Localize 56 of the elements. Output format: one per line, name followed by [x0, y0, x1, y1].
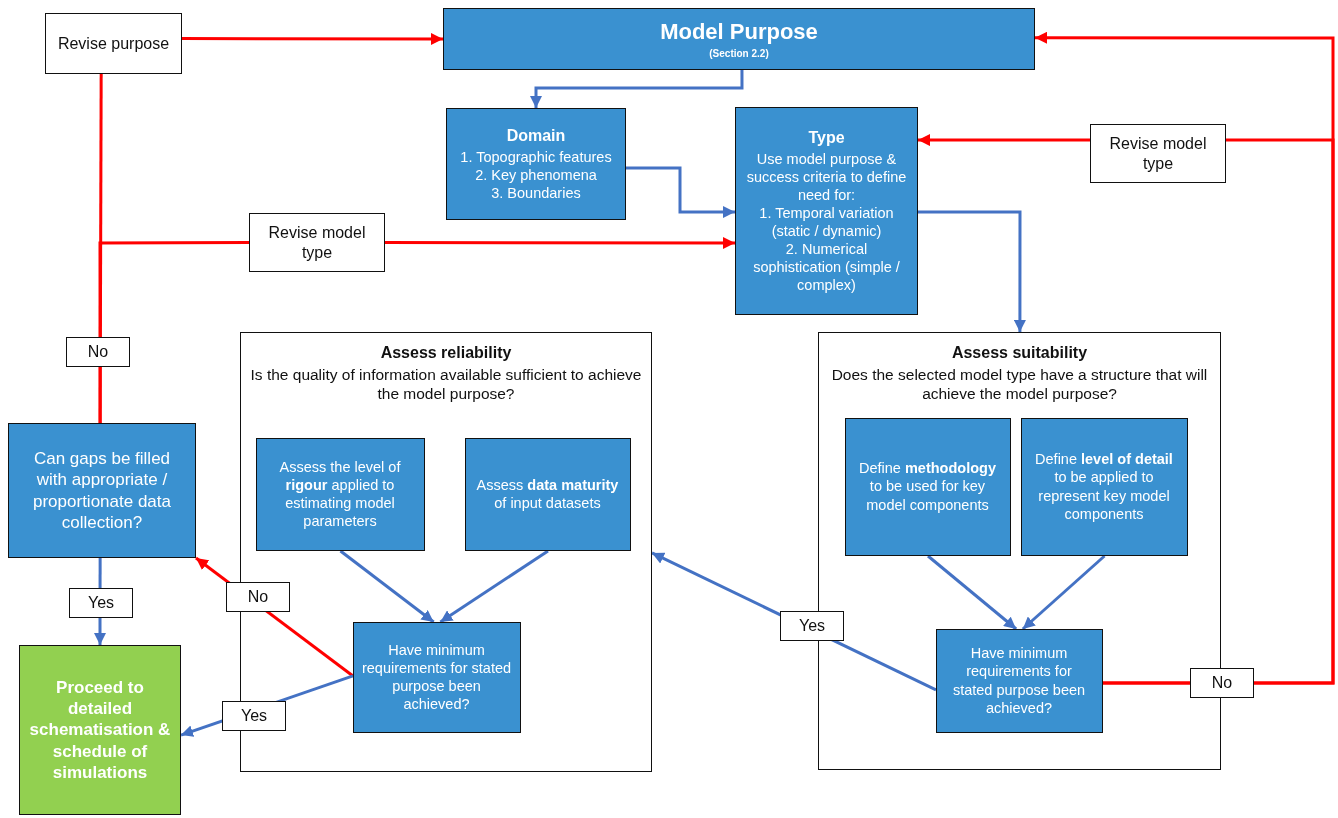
connector-arrow — [385, 237, 735, 249]
box-text: Use model purpose & success criteria to define need for: — [745, 149, 908, 204]
box-heading: Domain — [506, 125, 566, 146]
revise-box — [1090, 124, 1226, 183]
box-text: 1. Temporal variation (static / dynamic) — [758, 203, 895, 241]
process-box — [735, 107, 918, 315]
revise-box — [45, 13, 182, 74]
box-text: Revise model type — [1108, 133, 1208, 174]
box-heading: Type — [808, 127, 845, 148]
revise-box — [249, 213, 385, 272]
edge-label: No — [1190, 668, 1254, 698]
group-panel — [240, 332, 652, 772]
box-text: Proceed to detailed schematisation & schedule of simulations — [28, 676, 172, 784]
box-text: Revise model type — [267, 222, 367, 263]
box-text: 2. Key phenomena — [475, 165, 597, 185]
edge-label: Yes — [780, 611, 844, 641]
process-box — [255, 437, 425, 551]
box-heading: Assess suitability — [951, 343, 1088, 363]
connector-arrow — [182, 33, 443, 45]
connector-arrow — [339, 549, 435, 624]
box-text: Is the quality of information available sufficient to achieve the model purpose? — [249, 365, 643, 404]
box-heading: Assess reliability — [380, 343, 512, 363]
process-box — [443, 8, 1035, 70]
box-text: Define methodology to be used for key model components — [858, 459, 997, 514]
box-text: Assess data maturity of input datasets — [475, 475, 620, 513]
connector-arrow — [1021, 554, 1106, 631]
process-box — [464, 437, 631, 551]
terminal-box — [19, 645, 181, 815]
box-heading: Model Purpose — [660, 18, 818, 46]
box-text: Does the selected model type have a structure that will achieve the model purpose? — [830, 365, 1209, 404]
edge-label: No — [66, 337, 130, 367]
box-text: Revise purpose — [57, 33, 170, 54]
box-text: 3. Boundaries — [491, 184, 581, 203]
connector-arrow — [918, 210, 1026, 332]
connector-arrow — [927, 554, 1018, 631]
process-box — [446, 108, 626, 220]
connector-arrow — [530, 70, 744, 108]
process-box — [935, 628, 1103, 733]
decision-box — [8, 423, 196, 558]
edge-label: No — [226, 582, 290, 612]
edge-label: Yes — [69, 588, 133, 618]
box-text: Have minimum requirements for stated purpose been achieved? — [951, 644, 1087, 717]
connector-arrow — [918, 134, 1090, 147]
box-text: Assess the level of rigour applied to estimating model parameters — [278, 457, 402, 531]
process-box — [844, 417, 1011, 556]
box-text: 1. Topographic features — [460, 147, 612, 166]
box-text: 2. Numerical sophistication (simple / complex) — [752, 240, 901, 295]
connector-arrow — [439, 549, 549, 624]
edge-label: Yes — [222, 701, 286, 731]
box-text: Can gaps be filled with appropriate / proportionate data collection? — [32, 448, 172, 533]
box-text: Define level of detail to be applied to represent key model components — [1034, 450, 1174, 523]
box-text: Have minimum requirements for stated purpose been achieved? — [361, 640, 512, 714]
connector-arrow — [626, 166, 735, 219]
section-reference: (Section 2.2) — [709, 47, 769, 60]
process-box — [1020, 417, 1188, 556]
process-box — [352, 621, 521, 733]
